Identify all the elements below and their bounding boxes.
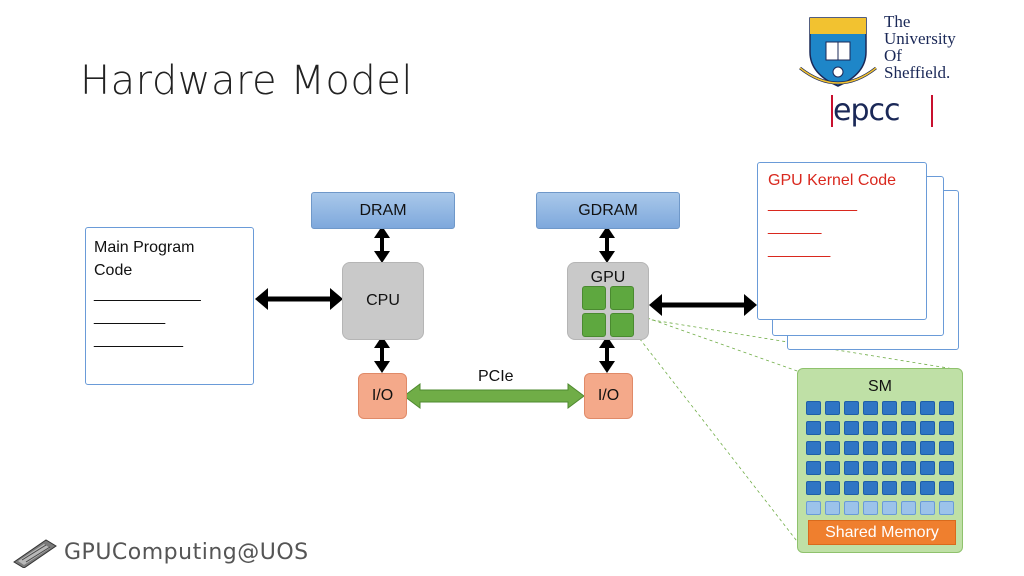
sm-core [901, 481, 916, 495]
dram-cpu-arrow [374, 226, 390, 263]
epcc-logo: epcc [833, 93, 900, 128]
sm-core [901, 401, 916, 415]
slide-title: Hardware Model [80, 58, 413, 104]
sm-core [844, 481, 859, 495]
sm-core [825, 441, 840, 455]
gpu-card-icon [13, 539, 57, 568]
sm-core [825, 461, 840, 475]
sm-core [825, 421, 840, 435]
sm-core [939, 461, 954, 475]
sm-core [901, 461, 916, 475]
sm-core [863, 461, 878, 475]
pcie-arrow [403, 383, 585, 409]
sm-core [939, 421, 954, 435]
shared-memory-label: Shared Memory [825, 523, 939, 541]
main-code-placeholder: ____________ [94, 285, 201, 302]
sm-core [901, 441, 916, 455]
dram-label: DRAM [359, 201, 407, 219]
epcc-bar-right [931, 95, 933, 127]
dram-box: DRAM [311, 192, 455, 229]
university-crest-icon [799, 17, 877, 87]
sm-core [920, 401, 935, 415]
cpu-io-arrow [374, 336, 390, 373]
kernel-code-box: GPU Kernel Code __________ ______ ______… [757, 162, 927, 320]
io-box-right: I/O [584, 373, 633, 419]
gpu-core [610, 286, 634, 310]
university-line-4: Sheffield. [884, 63, 951, 82]
sm-core [825, 401, 840, 415]
sm-core [920, 421, 935, 435]
gpu-core [582, 313, 606, 337]
gdram-gpu-arrow [599, 226, 615, 263]
sm-core [863, 401, 878, 415]
sm-label: SM [868, 378, 892, 395]
gpu-core [610, 313, 634, 337]
sm-core [825, 501, 840, 515]
sm-core [806, 501, 821, 515]
sm-core [844, 461, 859, 475]
sm-core-grid [806, 401, 956, 519]
sm-core [920, 441, 935, 455]
kernel-code-title: GPU Kernel Code [768, 172, 897, 189]
sm-core [920, 501, 935, 515]
shared-memory-bar: Shared Memory [808, 520, 956, 545]
sm-core [806, 441, 821, 455]
sm-core [844, 441, 859, 455]
sm-core [806, 421, 821, 435]
university-line-1: The [884, 12, 911, 31]
io-right-label: I/O [597, 387, 620, 404]
gpu-core [582, 286, 606, 310]
gpu-kernel-arrow [649, 294, 757, 316]
sm-core [901, 421, 916, 435]
cpu-box: CPU [342, 262, 424, 340]
main-code-cpu-arrow [255, 288, 343, 310]
io-box-left: I/O [358, 373, 407, 419]
sm-core [939, 501, 954, 515]
sm-core [920, 461, 935, 475]
sm-core [901, 501, 916, 515]
gpu-label: GPU [590, 269, 626, 286]
sm-core [863, 481, 878, 495]
sm-core [882, 401, 897, 415]
sm-core [806, 401, 821, 415]
main-code-line-2: Code [94, 262, 133, 279]
main-code-placeholder: __________ [94, 331, 183, 348]
university-line-2: University [884, 29, 956, 48]
sm-core [882, 501, 897, 515]
sm-core [863, 421, 878, 435]
sm-core [863, 501, 878, 515]
kernel-code-placeholder: _______ [768, 241, 831, 258]
sm-core [920, 481, 935, 495]
gdram-label: GDRAM [578, 201, 638, 219]
sm-core [863, 441, 878, 455]
main-program-code-box: Main Program Code ____________ ________ … [85, 227, 254, 385]
sm-core [939, 481, 954, 495]
epcc-bar-left [831, 95, 833, 127]
sm-core [939, 401, 954, 415]
kernel-code-placeholder: __________ [768, 195, 857, 212]
gpu-box: GPU [567, 262, 649, 340]
sm-core [882, 421, 897, 435]
gdram-box: GDRAM [536, 192, 680, 229]
main-code-placeholder: ________ [94, 308, 166, 325]
gpu-io-arrow [599, 336, 615, 373]
sm-core [882, 461, 897, 475]
sm-core [825, 481, 840, 495]
sm-core [844, 501, 859, 515]
main-code-line-1: Main Program [94, 239, 195, 256]
sm-core [806, 481, 821, 495]
io-left-label: I/O [371, 387, 394, 404]
sm-core [882, 481, 897, 495]
university-line-3: Of [884, 46, 902, 65]
pcie-label: PCIe [478, 368, 514, 385]
sm-core [882, 441, 897, 455]
kernel-code-placeholder: ______ [768, 218, 822, 235]
sm-core [939, 441, 954, 455]
footer-brand: GPUComputing@UOS [64, 540, 309, 565]
university-name: The University Of Sheffield. [884, 13, 956, 81]
cpu-label: CPU [366, 292, 400, 309]
sm-core [844, 421, 859, 435]
sm-core [806, 461, 821, 475]
sm-core [844, 401, 859, 415]
